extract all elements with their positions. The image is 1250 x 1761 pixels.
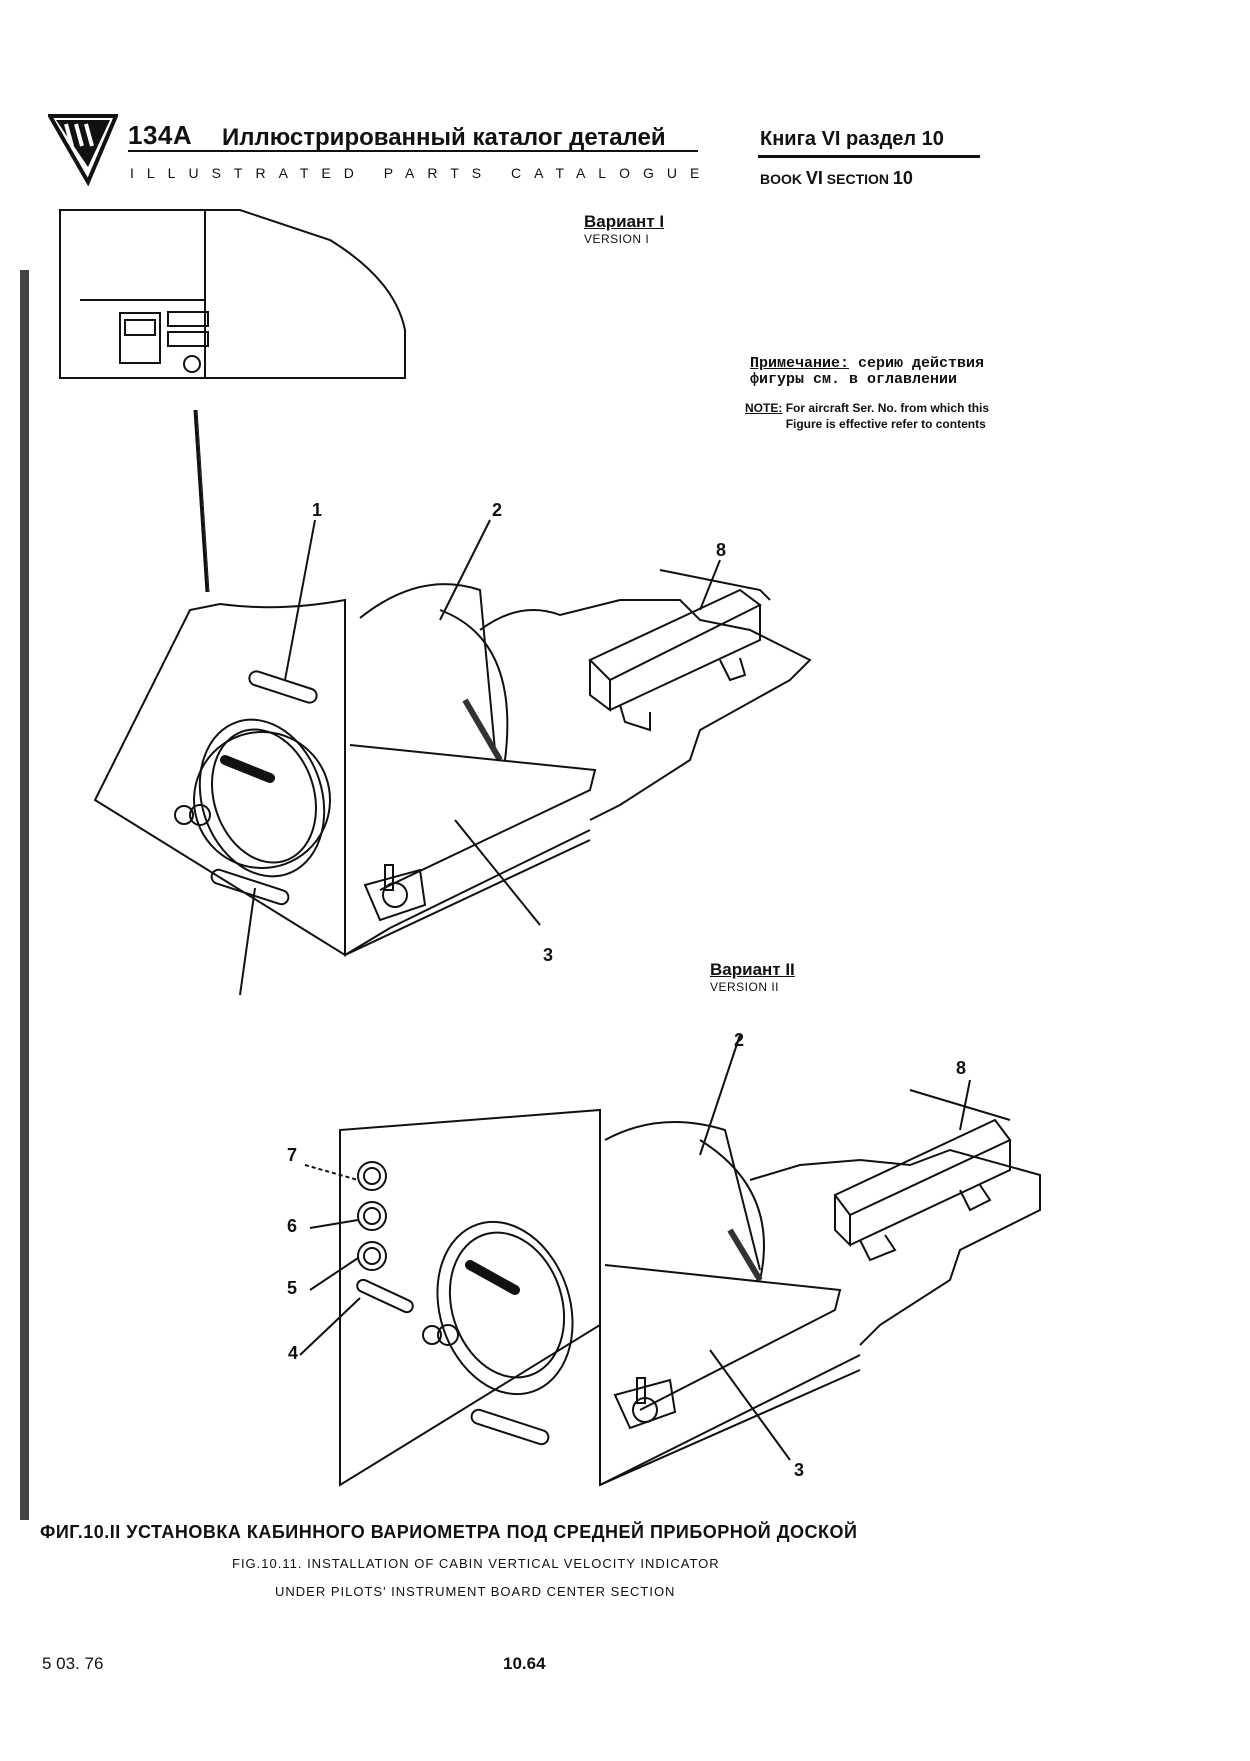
book-section-en: BOOK VI SECTION 10 bbox=[760, 168, 913, 189]
section-number: 10 bbox=[892, 168, 913, 188]
callout-v2-6: 6 bbox=[287, 1216, 298, 1236]
callout-v2-5: 5 bbox=[287, 1278, 298, 1298]
callout-v2-8: 8 bbox=[956, 1058, 967, 1078]
catalog-title-en: ILLUSTRATED PARTS CATALOGUE bbox=[130, 165, 713, 181]
callout-v1-8: 8 bbox=[716, 540, 727, 560]
scan-edge-bar bbox=[20, 270, 29, 1520]
locator-panel-outline bbox=[59, 209, 406, 379]
callout-v1-2: 2 bbox=[492, 500, 503, 520]
version-2-label: Вариант II VERSION II bbox=[710, 960, 795, 994]
note-en-text: For aircraft Ser. No. from which this Fi… bbox=[785, 401, 990, 431]
callout-v2-4: 4 bbox=[288, 1343, 299, 1363]
manufacturer-logo-icon bbox=[48, 114, 118, 187]
book-label: BOOK bbox=[760, 171, 802, 187]
version-2-ru: Вариант II bbox=[710, 960, 795, 979]
callout-v1-3: 3 bbox=[543, 945, 554, 965]
book-section-ru: Книга VI раздел 10 bbox=[760, 128, 944, 150]
page-number: 10.64 bbox=[503, 1654, 546, 1673]
callout-v2-3: 3 bbox=[794, 1460, 805, 1480]
callout-v1-1: 1 bbox=[312, 500, 323, 520]
v1-panel-face bbox=[93, 598, 346, 957]
callout-v2-2: 2 bbox=[734, 1030, 745, 1050]
note-en: NOTE: For aircraft Ser. No. from which t… bbox=[745, 400, 1045, 432]
revision-date: 5 03. 76 bbox=[42, 1654, 104, 1673]
figure-caption-en-line2: UNDER PILOTS' INSTRUMENT BOARD CENTER SE… bbox=[275, 1584, 676, 1599]
note-en-label: NOTE: bbox=[745, 401, 783, 415]
book-number: VI bbox=[805, 168, 823, 188]
version-1-ru: Вариант I bbox=[584, 212, 665, 231]
version-1-label: Вариант I VERSION I bbox=[584, 212, 664, 246]
note-ru: Примечание: серию действия фигуры см. в … bbox=[750, 356, 1040, 388]
note-ru-label: Примечание: bbox=[750, 355, 850, 372]
aircraft-model: 134А bbox=[128, 120, 193, 150]
figure-caption-ru: ФИГ.10.II УСТАНОВКА КАБИННОГО ВАРИОМЕТРА… bbox=[40, 1522, 858, 1542]
section-label: SECTION bbox=[826, 171, 890, 187]
version-2-en: VERSION II bbox=[710, 980, 780, 994]
header-rule bbox=[128, 150, 698, 152]
version-1-en: VERSION I bbox=[584, 232, 650, 246]
book-rule bbox=[758, 155, 980, 158]
callout-v2-7: 7 bbox=[287, 1145, 298, 1165]
figure-caption-en-line1: FIG.10.11. INSTALLATION OF CABIN VERTICA… bbox=[232, 1556, 720, 1571]
catalog-title-ru: Иллюстрированный каталог деталей bbox=[222, 124, 666, 151]
note-ru-text: серию действия фигуры см. в оглавлении bbox=[750, 355, 985, 388]
